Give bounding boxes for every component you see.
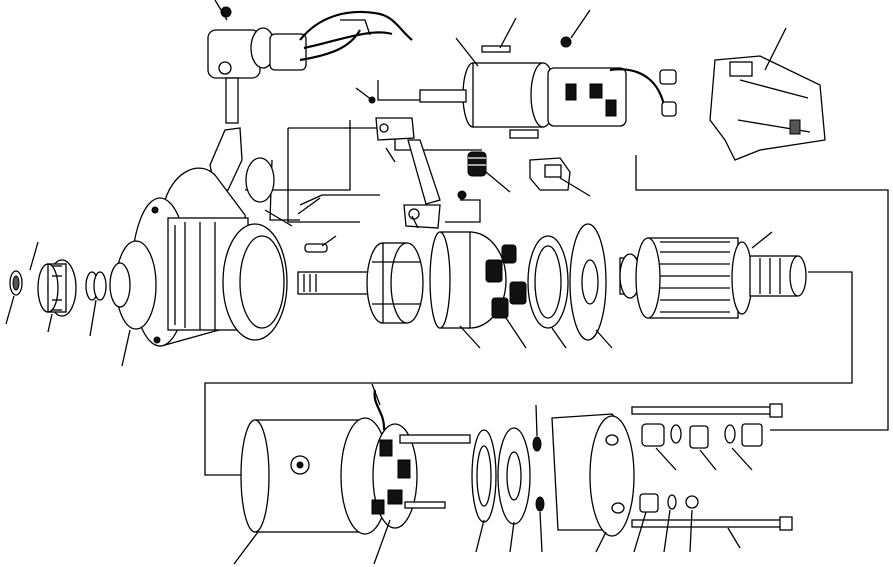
callout-leader	[595, 329, 613, 349]
callout-leader	[551, 327, 567, 349]
callout-leader	[699, 449, 717, 471]
yoke-assembly	[240, 417, 390, 535]
callout-leader	[559, 177, 591, 197]
shift-lever-link	[368, 96, 467, 229]
through-bolt-lower	[631, 516, 793, 531]
callout-leader	[689, 509, 693, 553]
through-bolt-upper	[631, 403, 783, 418]
callout-leader	[539, 511, 543, 553]
plunger-spring	[467, 151, 487, 177]
thrust-washers	[85, 271, 107, 301]
rear-cover	[551, 413, 635, 537]
callout-leader	[297, 197, 321, 215]
center-bearing-plate	[569, 223, 607, 341]
callout-leader	[535, 404, 538, 437]
stop-ring	[9, 270, 23, 296]
callout-leader	[475, 519, 485, 553]
drive-housing	[109, 167, 288, 347]
brush-spring-plate	[471, 429, 497, 523]
planetary-gear-carrier	[429, 231, 527, 329]
callout-leader	[47, 313, 53, 333]
solenoid-switch	[207, 6, 413, 124]
callout-leader	[505, 317, 527, 349]
callout-leader	[570, 9, 591, 39]
callout-leader	[385, 147, 396, 163]
callout-leader	[655, 447, 677, 471]
callout-leader	[633, 511, 647, 553]
callout-leader	[485, 171, 511, 193]
callout-leader	[29, 241, 39, 271]
callout-leader	[509, 521, 515, 553]
callout-leader	[371, 383, 381, 406]
callout-leader	[731, 447, 753, 471]
terminal-nuts-washers	[639, 423, 763, 513]
overrunning-clutch	[366, 242, 424, 324]
callout-leader	[233, 531, 259, 565]
callout-leader	[411, 215, 419, 229]
drive-shaft	[297, 243, 379, 295]
armature	[619, 237, 807, 319]
callout-leader	[121, 329, 131, 367]
drive-lever	[209, 127, 275, 203]
callout-leader	[455, 37, 479, 67]
callout-leader	[5, 295, 15, 325]
callout-leader	[355, 87, 373, 101]
callout-leader	[89, 299, 97, 337]
brush-holder	[371, 389, 471, 529]
callout-leader	[373, 519, 391, 565]
callout-leader	[663, 509, 671, 553]
insulating-plate	[497, 427, 531, 525]
callout-leader	[727, 527, 741, 549]
callout-leader	[321, 235, 337, 247]
callout-leader	[764, 27, 787, 71]
callout-leader	[751, 231, 773, 249]
dust-cover	[709, 55, 826, 161]
callout-leader	[595, 531, 607, 553]
callout-leader	[264, 209, 293, 227]
callout-leader	[459, 325, 481, 349]
plunger	[529, 157, 571, 191]
callout-leaders	[5, 0, 787, 565]
assembly-guide-lines	[204, 80, 889, 476]
pinion-gear	[37, 259, 77, 317]
callout-leader	[214, 0, 228, 21]
callout-leader	[499, 17, 517, 49]
spacer-washers	[532, 436, 545, 512]
magnetic-switch	[419, 36, 677, 139]
internal-ring-gear	[527, 235, 569, 329]
